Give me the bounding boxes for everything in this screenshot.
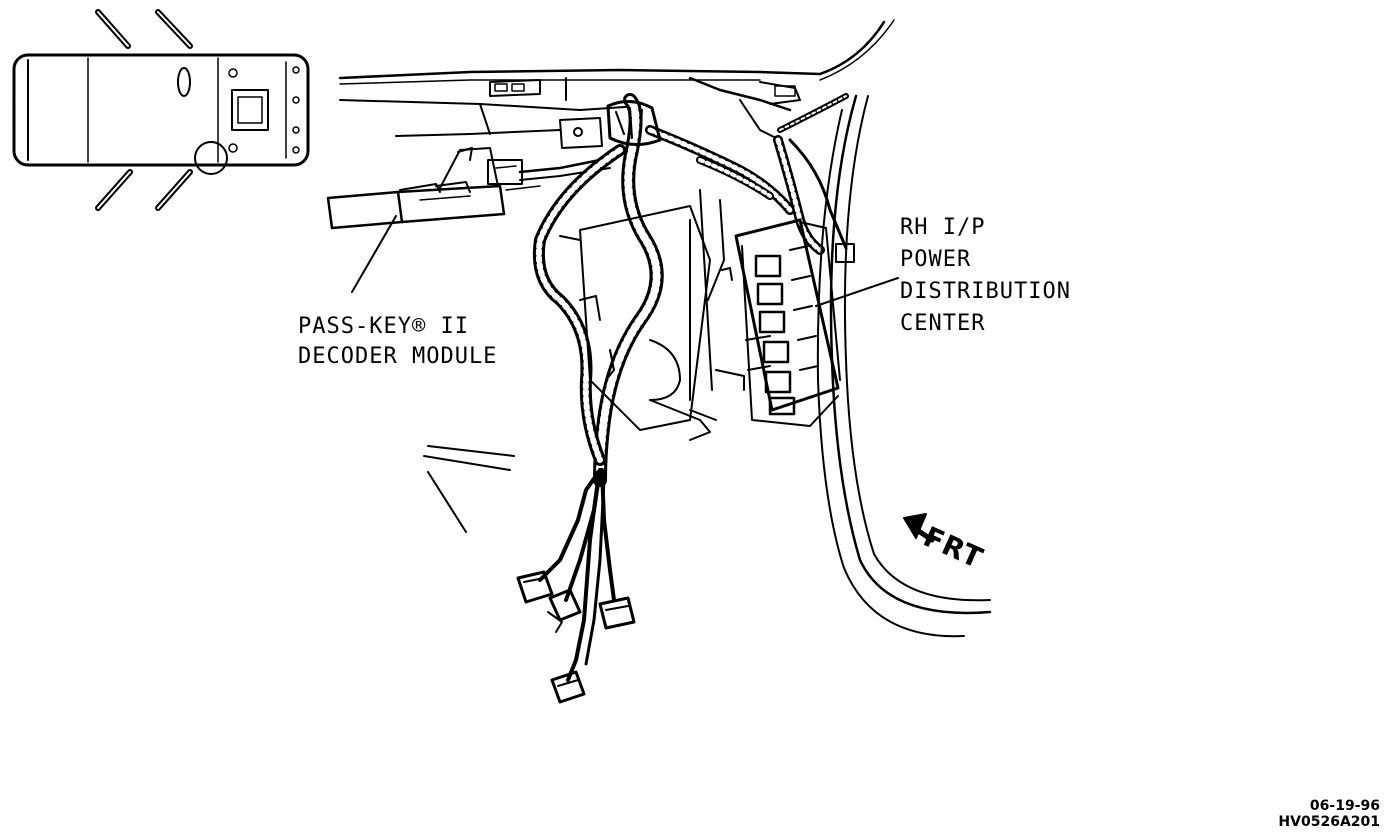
instrument-panel-outline <box>338 19 895 149</box>
wiring-harness <box>516 93 855 704</box>
rh-label-line4: CENTER <box>900 311 986 336</box>
rh-pdc-label: RH I/P POWER DISTRIBUTION CENTER <box>900 212 1071 340</box>
passkey-leader-line <box>351 215 397 293</box>
passkey-label-line2: DECODER MODULE <box>298 344 498 369</box>
vehicle-locator <box>12 9 310 211</box>
rh-label-line3: DISTRIBUTION <box>900 279 1071 304</box>
drawing-id: HV0526A201 <box>1278 814 1380 830</box>
passkey-label-line1: PASS-KEY® II <box>298 314 469 339</box>
glovebox-outline <box>423 445 515 533</box>
door-opening-outline <box>816 94 992 638</box>
front-direction-arrow <box>903 513 935 543</box>
drawing-date: 06-19-96 <box>1309 798 1380 814</box>
drawing-code: 06-19-96 HV0526A201 <box>1278 798 1380 830</box>
passkey-decoder-label: PASS-KEY® II DECODER MODULE <box>298 312 497 372</box>
rh-pdc-leader-line <box>815 277 899 307</box>
rh-label-line2: POWER <box>900 247 972 272</box>
rh-power-distribution-center <box>715 218 841 427</box>
rh-label-line1: RH I/P <box>900 215 986 240</box>
